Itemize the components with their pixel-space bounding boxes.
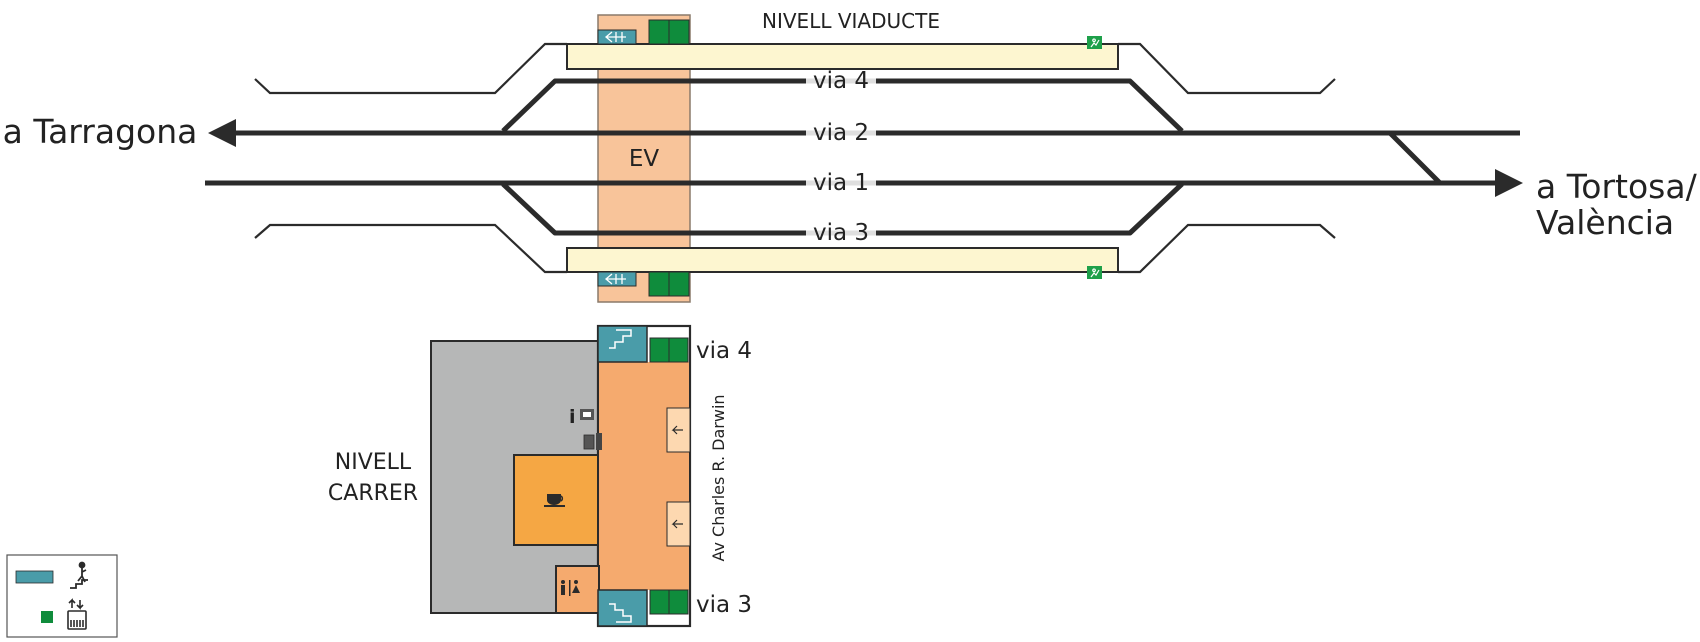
emergency-exit-icon: [1087, 266, 1102, 279]
concourse: [599, 362, 689, 590]
street-platform-label-bottom: via 3: [696, 592, 752, 618]
track-label-via-2: via 2: [813, 120, 869, 146]
track-label-via-3: via 3: [813, 220, 869, 246]
information-icon: i: [569, 406, 576, 428]
lift-icon: [649, 589, 689, 615]
info-ticket-icon: [580, 409, 594, 420]
stairs-icon: [70, 561, 88, 589]
platform-north: [566, 43, 1119, 70]
platform-south: [566, 247, 1119, 273]
legend-lift-swatch: [41, 611, 53, 623]
legend-stairs-swatch: [15, 570, 54, 584]
platform-edge-south-west: [254, 223, 567, 274]
street-level-title-line1: NIVELL: [335, 450, 412, 475]
lift-icon: [67, 598, 87, 630]
platform-edge-north-west: [254, 42, 567, 95]
direction-east-label-line1: a Tortosa/: [1536, 167, 1698, 206]
platform-edge-south-east: [1118, 223, 1336, 274]
stairs-icon: [597, 271, 637, 287]
direction-east-label-line2: València: [1536, 203, 1674, 242]
track-crossover: [1388, 131, 1442, 185]
legend: [6, 554, 118, 638]
viaduct-level-title: NIVELL VIADUCTE: [762, 9, 940, 33]
street-platform-label-top: via 4: [696, 338, 752, 364]
ticket-machine-icon: [583, 433, 602, 450]
stairs-icon: [597, 29, 637, 45]
lift-icon: [649, 337, 689, 363]
track-label-via-4: via 4: [813, 68, 869, 94]
stairs-icon: [597, 325, 648, 363]
toilets-icon: [561, 580, 580, 596]
coffee-cup-icon: [544, 494, 565, 507]
street-level-title-line2: CARRER: [328, 481, 418, 506]
entrance-arrow-icon: [666, 501, 691, 547]
entrance-arrow-icon: [666, 407, 691, 453]
street-name-label: Av Charles R. Darwin: [709, 394, 728, 561]
stairs-icon: [597, 589, 648, 627]
lift-icon: [648, 271, 690, 297]
arrow-left-icon: [208, 119, 236, 147]
arrow-right-icon: [1495, 169, 1523, 197]
station-building-label: EV: [629, 146, 660, 172]
lift-icon: [648, 19, 690, 45]
platform-edge-north-east: [1118, 42, 1336, 95]
track-label-via-1: via 1: [813, 170, 869, 196]
emergency-exit-icon: [1087, 36, 1102, 49]
direction-west-label: a Tarragona: [3, 112, 198, 151]
